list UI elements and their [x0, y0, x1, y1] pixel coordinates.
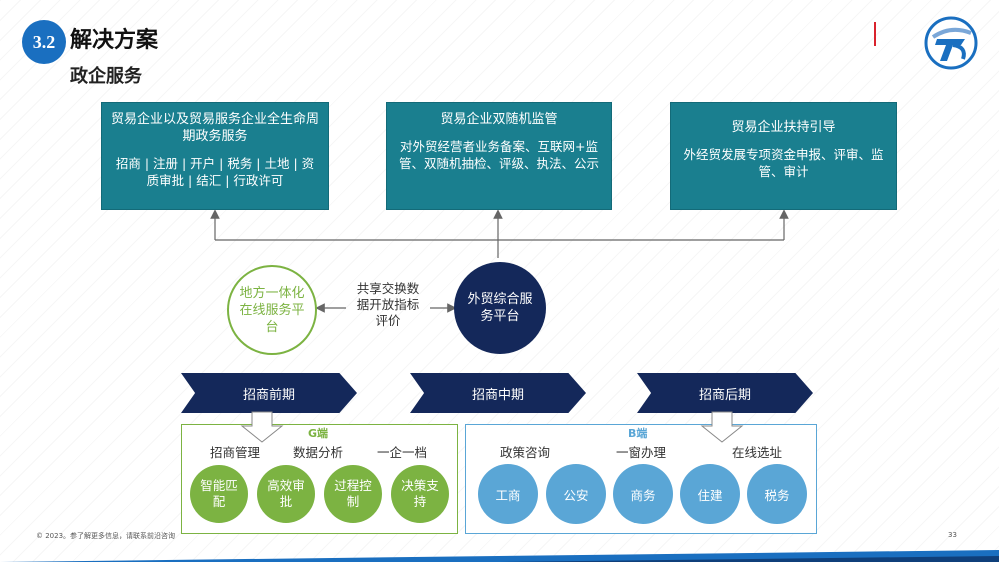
box-body: 招商 | 注册 | 开户 | 税务 | 土地 | 资质审批 | 结汇 | 行政许…	[115, 156, 315, 188]
b-service-circle: 工商	[478, 464, 538, 524]
exchange-label: 共享交换数据开放指标评价	[356, 281, 420, 328]
phase-chevron-early: 招商前期	[181, 373, 357, 413]
b-service-circle: 商务	[613, 464, 673, 524]
b-side-panel: B端 政策咨询 一窗办理 在线选址 工商 公安 商务 住建 税务	[465, 424, 817, 534]
page-title: 解决方案	[70, 28, 159, 53]
phase-chevron-middle: 招商中期	[410, 373, 586, 413]
box-dual-random-supervision: 贸易企业双随机监管 对外贸经营者业务备案、互联网+监管、双随机抽检、评级、执法、…	[386, 102, 612, 210]
b-service-circle: 住建	[680, 464, 740, 524]
box-body: 外经贸发展专项资金申报、评审、监管、审计	[683, 147, 884, 179]
down-arrow-icon	[240, 411, 284, 443]
accent-divider	[874, 22, 876, 46]
page-subtitle: 政企服务	[70, 66, 142, 87]
g-column-label: 一企一档	[377, 445, 428, 460]
b-column-label: 在线选址	[732, 445, 783, 460]
box-support-guidance: 贸易企业扶持引导 外经贸发展专项资金申报、评审、监管、审计	[670, 102, 897, 210]
box-title: 贸易企业扶持引导	[731, 120, 836, 135]
footer-copyright: © 2023。参了解更多信息，请联系前沿咨询	[36, 532, 176, 540]
foreign-trade-platform-node: 外贸综合服务平台	[454, 262, 546, 354]
g-panel-label: G端	[308, 427, 329, 440]
g-service-circle: 决策支持	[391, 465, 449, 523]
box-lifecycle-service: 贸易企业以及贸易服务企业全生命周期政务服务 招商 | 注册 | 开户 | 税务 …	[101, 102, 329, 210]
company-logo-icon	[924, 16, 978, 70]
bottom-accent-bar	[0, 550, 999, 562]
g-service-circle: 高效审批	[257, 465, 315, 523]
local-integrated-platform-node: 地方一体化在线服务平台	[227, 265, 317, 355]
g-service-circle: 智能匹配	[190, 465, 248, 523]
g-column-label: 数据分析	[293, 445, 344, 460]
box-title: 贸易企业双随机监管	[440, 112, 558, 127]
down-arrow-icon	[700, 411, 744, 443]
g-service-circle: 过程控制	[324, 465, 382, 523]
section-number-badge: 3.2	[22, 20, 66, 64]
b-panel-label: B端	[628, 427, 648, 440]
g-column-label: 招商管理	[210, 445, 261, 460]
box-body: 对外贸经营者业务备案、互联网+监管、双随机抽检、评级、执法、公示	[398, 139, 599, 171]
box-title: 贸易企业以及贸易服务企业全生命周期政务服务	[110, 112, 319, 144]
b-column-label: 政策咨询	[500, 445, 551, 460]
phase-chevron-late: 招商后期	[637, 373, 813, 413]
g-side-panel: G端 招商管理 数据分析 一企一档 智能匹配 高效审批 过程控制 决策支持	[181, 424, 458, 534]
b-column-label: 一窗办理	[616, 445, 667, 460]
b-service-circle: 税务	[747, 464, 807, 524]
page-number: 33	[948, 531, 957, 539]
b-service-circle: 公安	[546, 464, 606, 524]
